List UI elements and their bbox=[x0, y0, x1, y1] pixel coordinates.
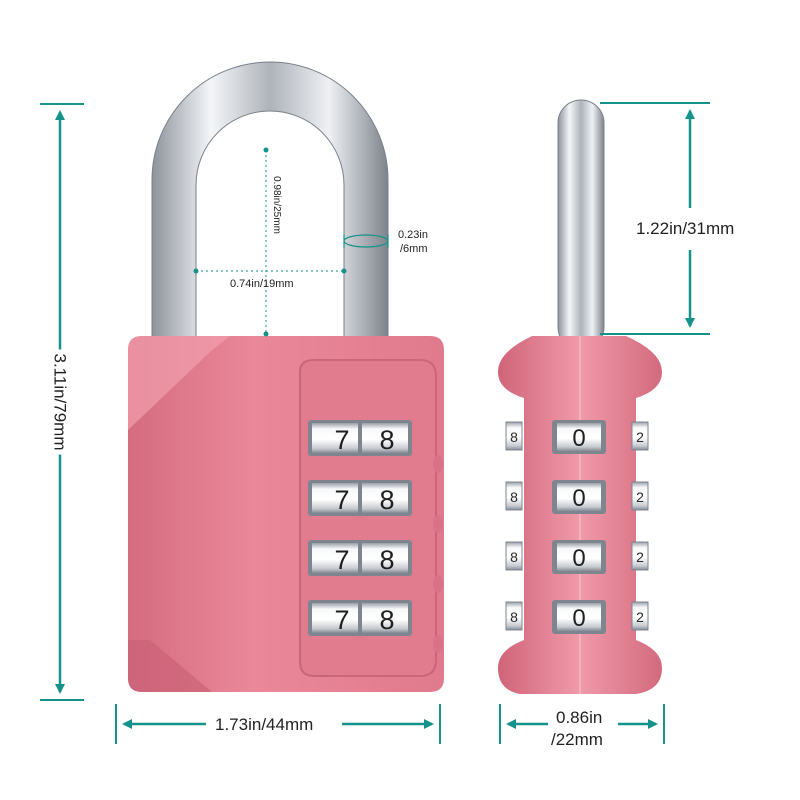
front-shackle bbox=[151, 61, 389, 346]
shackle-inner-width-label: 0.74in/19mm bbox=[230, 278, 294, 290]
side-wheel-edge-left bbox=[505, 541, 523, 571]
side-wheel-face bbox=[557, 603, 601, 631]
wheel-digit-left: 7 bbox=[334, 425, 349, 455]
front-body-bevel-bottom bbox=[128, 640, 212, 692]
side-combination-wheel[interactable]: 8 2 0 bbox=[505, 600, 649, 634]
side-wheel-digit: 0 bbox=[572, 425, 585, 452]
side-view-padlock: 8 2 0 8 2 0 8 2 0 8 2 0 bbox=[498, 99, 662, 694]
wheel-digit-left: 7 bbox=[334, 485, 349, 515]
side-edge-digit-right: 2 bbox=[636, 489, 644, 505]
wheel-grip-bump bbox=[433, 635, 443, 653]
wheel-face-left bbox=[312, 483, 358, 513]
side-edge-digit-left: 8 bbox=[510, 549, 518, 565]
side-combination-wheel[interactable]: 8 2 0 bbox=[505, 420, 649, 454]
side-wheel-face bbox=[557, 543, 601, 571]
total-height-label: 3.11in/79mm bbox=[51, 349, 70, 455]
side-edge-digit-left: 8 bbox=[510, 489, 518, 505]
wheel-digit-right: 8 bbox=[379, 605, 394, 635]
side-combination-wheel[interactable]: 8 2 0 bbox=[505, 540, 649, 574]
inner-height-dot-top bbox=[263, 147, 269, 153]
side-shackle bbox=[557, 99, 605, 351]
side-wheel-face bbox=[557, 423, 601, 451]
wheel-digit-right: 8 bbox=[379, 485, 394, 515]
wheel-digit-left: 7 bbox=[334, 545, 349, 575]
side-wheel-edge-right bbox=[631, 481, 649, 511]
side-wheel-digit: 0 bbox=[572, 605, 585, 632]
side-wheel-edge-right bbox=[631, 601, 649, 631]
side-wheel-edge-right bbox=[631, 541, 649, 571]
side-wheel-face bbox=[557, 483, 601, 511]
wheel-face-left bbox=[312, 603, 358, 633]
side-edge-digit-left: 8 bbox=[510, 429, 518, 445]
inner-height-dot-bottom bbox=[263, 331, 269, 337]
thickness-label-line1: 0.86in bbox=[556, 708, 603, 727]
wheel-face-right bbox=[362, 483, 408, 513]
side-wheel-edge-left bbox=[505, 601, 523, 631]
side-edge-digit-right: 2 bbox=[636, 429, 644, 445]
side-edge-digit-right: 2 bbox=[636, 549, 644, 565]
inner-width-dot-right bbox=[341, 268, 347, 274]
thickness-label-line2: /22mm bbox=[551, 730, 603, 749]
wheel-face-right bbox=[362, 423, 408, 453]
side-combination-wheel[interactable]: 8 2 0 bbox=[505, 480, 649, 514]
wheel-grip-bump bbox=[433, 515, 443, 533]
wheel-face-right bbox=[362, 603, 408, 633]
wheel-digit-right: 8 bbox=[379, 545, 394, 575]
side-wheel-digit: 0 bbox=[572, 485, 585, 512]
wheel-digit-right: 8 bbox=[379, 425, 394, 455]
wheel-face-right bbox=[362, 543, 408, 573]
shackle-clearance-label: 1.22in/31mm bbox=[636, 219, 735, 238]
side-wheel-stack: 8 2 0 8 2 0 8 2 0 8 2 0 bbox=[505, 420, 649, 634]
shackle-diameter-label-line1: 0.23in bbox=[398, 229, 428, 241]
side-wheel-edge-left bbox=[505, 421, 523, 451]
side-edge-digit-left: 8 bbox=[510, 609, 518, 625]
side-edge-digit-right: 2 bbox=[636, 609, 644, 625]
front-body-bevel-top bbox=[128, 336, 230, 430]
side-wheel-edge-left bbox=[505, 481, 523, 511]
side-wheel-edge-right bbox=[631, 421, 649, 451]
shackle-inner-height-label: 0.98in/25mm bbox=[271, 176, 282, 234]
wheel-digit-left: 7 bbox=[334, 605, 349, 635]
body-width-label: 1.73in/44mm bbox=[215, 715, 314, 734]
wheel-face-left bbox=[312, 543, 358, 573]
wheel-grip-bump bbox=[433, 455, 443, 473]
shackle-diameter-label-line2: /6mm bbox=[400, 243, 428, 255]
wheel-grip-bump bbox=[433, 575, 443, 593]
inner-width-dot-left bbox=[193, 268, 199, 274]
side-wheel-digit: 0 bbox=[572, 545, 585, 572]
wheel-face-left bbox=[312, 423, 358, 453]
